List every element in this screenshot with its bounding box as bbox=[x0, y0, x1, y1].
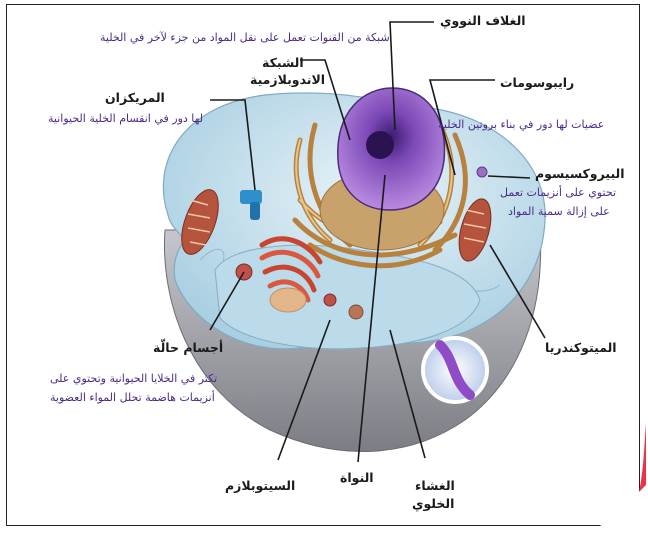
label-er-title-2: الاندوبلازمية bbox=[250, 72, 325, 88]
corner-decoration bbox=[588, 423, 648, 533]
membrane-zoom-inset bbox=[423, 338, 487, 402]
label-nuclear-envelope: الغلاف النووي bbox=[440, 13, 526, 29]
label-peroxisome-description-2: على إزالة سمية المواد bbox=[508, 205, 610, 219]
label-ribosomes: رايبوسومات bbox=[500, 75, 574, 91]
label-er-title-1: الشبكة bbox=[262, 55, 304, 71]
label-mitochondria: الميتوكندريا bbox=[545, 340, 617, 356]
label-centriole: المريكزان bbox=[105, 90, 165, 106]
label-membrane-1: الغشاء bbox=[415, 478, 455, 494]
label-peroxisome-description-1: تحتوي على أنزيمات تعمل bbox=[500, 186, 616, 200]
label-lysosomes-description-1: تكثر في الخلايا الحيوانية وتحتوي على bbox=[50, 372, 217, 386]
label-er-description: شبكة من القنوات تعمل على نقل المواد من ج… bbox=[100, 31, 390, 45]
label-lysosomes-description-2: أنزيمات هاضمة تحلل المواء العضوية bbox=[50, 391, 215, 405]
label-centriole-description: لها دور في انقسام الخلية الحيوانية bbox=[48, 112, 203, 126]
label-ribosomes-description: عضيات لها دور في بناء بروتين الخلية bbox=[438, 118, 604, 132]
label-nucleus: النواة bbox=[340, 470, 374, 486]
label-membrane-2: الخلوي bbox=[412, 496, 454, 512]
label-lysosomes: أجسام حالّة bbox=[153, 340, 223, 356]
label-cytoplasm: السيتوبلازم bbox=[225, 478, 295, 494]
label-peroxisome: البيروكسيسوم bbox=[535, 166, 625, 182]
